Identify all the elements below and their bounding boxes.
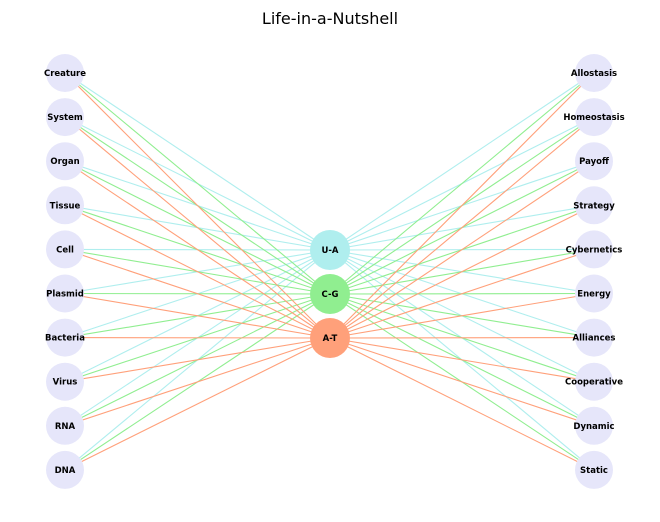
node-creature: Creature — [44, 54, 86, 92]
node-strategy: Strategy — [573, 186, 615, 225]
edge-dna-a-t — [64, 337, 331, 471]
node-allostasis-label: Allostasis — [571, 69, 617, 79]
hub-u-a-circle — [310, 230, 350, 270]
node-virus-label: Virus — [53, 378, 78, 388]
node-bacteria-circle — [46, 318, 84, 357]
edge-allostasis-u-a — [329, 72, 595, 251]
edge-creature-c-g — [64, 72, 331, 295]
node-organ-label: Organ — [50, 157, 79, 167]
node-allostasis-circle — [575, 54, 613, 92]
node-organ-circle — [46, 142, 84, 181]
diagram-title: Life-in-a-Nutshell — [262, 9, 398, 28]
node-dna: DNA — [46, 450, 84, 489]
hub-a-t-circle — [310, 318, 350, 358]
hub-u-a-label: U-A — [321, 246, 338, 256]
node-cybernetics-label: Cybernetics — [566, 245, 623, 255]
node-alliances-label: Alliances — [573, 334, 616, 344]
node-tissue: Tissue — [46, 186, 84, 225]
node-cell: Cell — [46, 230, 84, 269]
edge-layer — [64, 72, 595, 471]
node-cybernetics-circle — [575, 230, 613, 269]
node-homeostasis-label: Homeostasis — [563, 113, 624, 123]
node-allostasis: Allostasis — [571, 54, 617, 92]
edge-homeostasis-a-t — [329, 116, 595, 339]
node-homeostasis-circle — [575, 98, 613, 137]
hub-c-g: C-G — [310, 274, 350, 314]
edge-energy-a-t — [329, 292, 595, 339]
node-rna: RNA — [46, 406, 84, 445]
node-cell-circle — [46, 230, 84, 269]
node-bacteria-label: Bacteria — [45, 334, 85, 344]
node-strategy-circle — [575, 186, 613, 225]
edge-rna-a-t — [64, 337, 331, 427]
node-bacteria: Bacteria — [45, 318, 85, 357]
node-tissue-label: Tissue — [50, 201, 81, 211]
edge-creature-a-t — [64, 72, 331, 339]
node-tissue-circle — [46, 186, 84, 225]
node-energy-circle — [575, 274, 613, 313]
edge-payoff-a-t — [329, 160, 595, 339]
node-dna-circle — [46, 450, 84, 489]
node-static: Static — [575, 450, 613, 489]
node-payoff-label: Payoff — [579, 157, 609, 167]
edge-static-a-t — [329, 337, 595, 471]
edge-strategy-a-t — [329, 204, 595, 339]
edge-cell-a-t — [64, 248, 331, 339]
node-plasmid-label: Plasmid — [46, 290, 84, 300]
edge-system-a-t — [64, 116, 331, 339]
node-layer: CreatureSystemOrganTissueCellPlasmidBact… — [44, 54, 625, 489]
node-system-label: System — [47, 113, 83, 123]
edge-allostasis-c-g — [329, 72, 595, 295]
node-payoff: Payoff — [575, 142, 613, 181]
node-rna-label: RNA — [55, 422, 76, 432]
node-creature-circle — [46, 54, 84, 92]
edge-virus-a-t — [64, 337, 331, 383]
edge-dynamic-a-t — [329, 337, 595, 427]
node-dynamic: Dynamic — [573, 406, 615, 445]
node-static-circle — [575, 450, 613, 489]
node-plasmid-circle — [46, 274, 84, 313]
node-organ: Organ — [46, 142, 84, 181]
edge-cybernetics-a-t — [329, 248, 595, 339]
node-creature-label: Creature — [44, 69, 86, 79]
node-system: System — [46, 98, 84, 137]
node-static-label: Static — [580, 466, 608, 476]
edge-creature-u-a — [64, 72, 331, 251]
hub-c-g-label: C-G — [322, 290, 339, 300]
node-alliances: Alliances — [573, 318, 616, 357]
node-rna-circle — [46, 406, 84, 445]
node-energy-label: Energy — [577, 290, 611, 300]
edge-cooperative-a-t — [329, 337, 595, 383]
node-virus: Virus — [46, 362, 84, 401]
node-cybernetics: Cybernetics — [566, 230, 623, 269]
node-dynamic-circle — [575, 406, 613, 445]
node-dna-label: DNA — [55, 466, 76, 476]
node-dynamic-label: Dynamic — [573, 422, 614, 432]
node-payoff-circle — [575, 142, 613, 181]
node-strategy-label: Strategy — [573, 201, 615, 211]
edge-allostasis-a-t — [329, 72, 595, 339]
edge-organ-a-t — [64, 160, 331, 339]
hub-a-t-label: A-T — [323, 334, 338, 344]
node-cooperative-label: Cooperative — [565, 378, 623, 388]
node-homeostasis: Homeostasis — [563, 98, 625, 137]
hub-c-g-circle — [310, 274, 350, 314]
node-plasmid: Plasmid — [46, 274, 84, 313]
edge-tissue-a-t — [64, 204, 331, 339]
hub-a-t: A-T — [310, 318, 350, 358]
node-cooperative-circle — [575, 362, 613, 401]
node-cell-label: Cell — [56, 245, 74, 255]
node-system-circle — [46, 98, 84, 137]
node-virus-circle — [46, 362, 84, 401]
node-cooperative: Cooperative — [565, 362, 623, 401]
node-alliances-circle — [575, 318, 613, 357]
hub-u-a: U-A — [310, 230, 350, 270]
node-energy: Energy — [575, 274, 613, 313]
edge-plasmid-a-t — [64, 292, 331, 339]
